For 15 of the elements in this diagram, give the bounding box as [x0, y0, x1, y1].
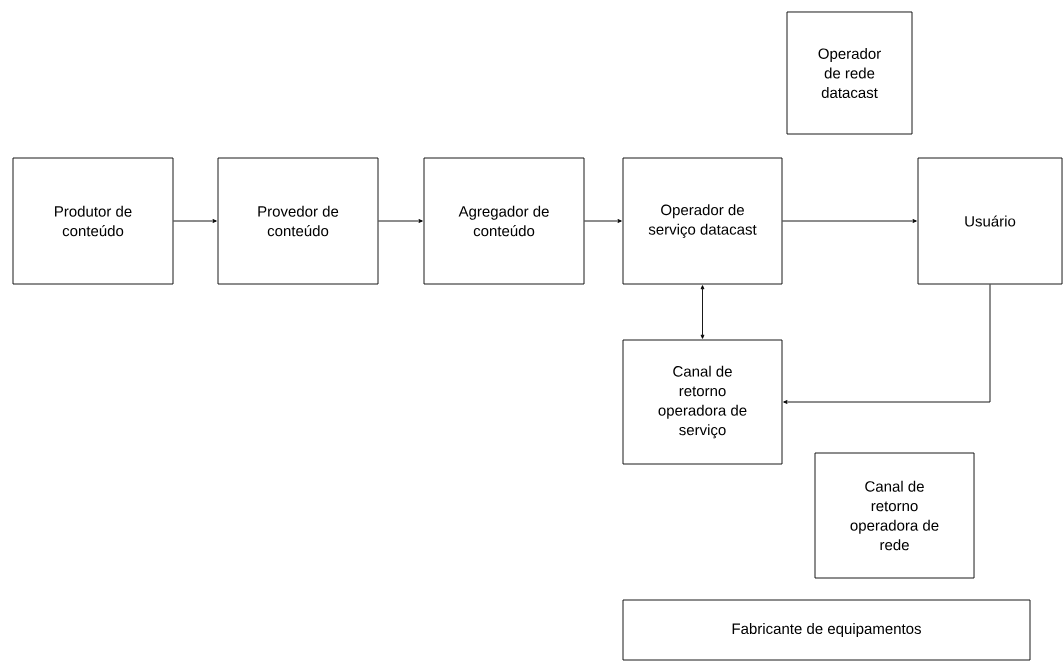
process-box: Canal de retorno operadora de rede — [814, 452, 975, 579]
process-box: Provedor de conteúdo — [217, 157, 379, 285]
process-box: Fabricante de equipamentos — [622, 599, 1031, 661]
process-box: Operador de rede datacast — [786, 11, 913, 135]
process-box: Produtor de conteúdo — [12, 157, 174, 285]
arrow — [173, 219, 217, 223]
process-box: Canal de retorno operadora de serviço — [622, 339, 783, 465]
process-box: Operador de serviço datacast — [622, 157, 783, 285]
arrow — [783, 284, 991, 404]
arrow — [700, 285, 705, 339]
process-box: Agregador de conteúdo — [423, 157, 585, 285]
arrow — [584, 219, 622, 223]
process-box: Usuário — [917, 157, 1063, 285]
arrow — [782, 219, 917, 223]
arrow — [378, 219, 423, 223]
